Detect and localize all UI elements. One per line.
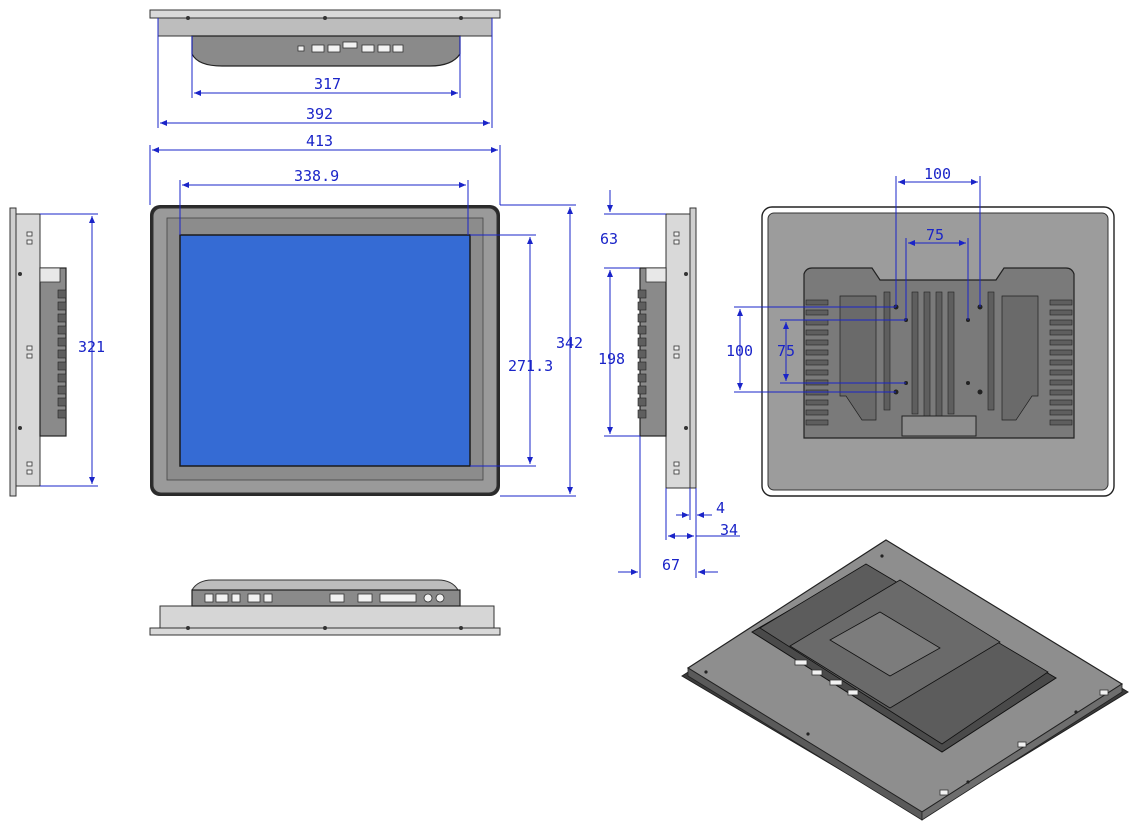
front-view: 413 338.9 271.3 342 — [149, 132, 583, 497]
dim-vesa-inner-h: 75 — [926, 226, 944, 244]
dim-top-outer-width: 392 — [306, 105, 333, 123]
rear-view: 100 75 100 75 — [726, 165, 1115, 497]
dim-left-height: 321 — [78, 338, 105, 356]
display-screen — [179, 234, 471, 467]
dim-side-offset-top: 63 — [600, 230, 618, 248]
left-side-view: 321 — [9, 207, 105, 497]
dim-screen-width: 338.9 — [294, 167, 339, 185]
dim-vesa-inner-v: 75 — [777, 342, 795, 360]
dim-front-height: 342 — [556, 334, 583, 352]
left-side-fins — [57, 289, 67, 419]
rear-fins-center — [839, 291, 1039, 421]
right-side-fins — [637, 289, 647, 419]
dim-side-depth-total: 67 — [662, 556, 680, 574]
dim-side-plate: 4 — [716, 499, 725, 517]
isometric-view — [681, 539, 1129, 821]
dim-vesa-outer-h: 100 — [924, 165, 951, 183]
bottom-view — [149, 579, 501, 636]
dim-side-depth-body: 34 — [720, 521, 738, 539]
right-side-view: 63 198 4 34 67 — [598, 190, 740, 578]
dim-side-body-height: 198 — [598, 350, 625, 368]
dim-top-inner-width: 317 — [314, 75, 341, 93]
rear-fins-right — [1049, 299, 1073, 426]
dim-vesa-outer-v: 100 — [726, 342, 753, 360]
dim-screen-height: 271.3 — [508, 357, 553, 375]
top-view: 317 392 — [149, 9, 501, 128]
dim-front-width: 413 — [306, 132, 333, 150]
